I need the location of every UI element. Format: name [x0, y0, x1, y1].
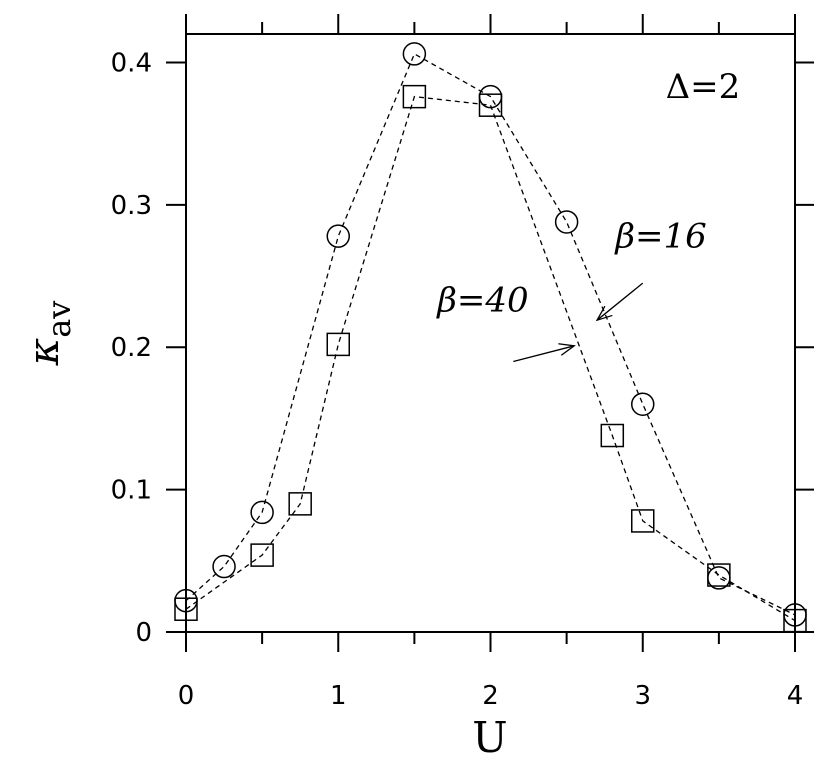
x-axis-label: U	[472, 713, 507, 758]
data-point-circle	[402, 42, 427, 66]
annotation-delta: Δ=2	[666, 67, 741, 107]
y-axis-label-main: κ	[19, 338, 68, 367]
data-point-circle	[250, 500, 274, 525]
data-point-square	[174, 597, 198, 621]
series-lines	[185, 52, 796, 622]
series-markers	[174, 42, 807, 633]
data-point-circle	[631, 392, 655, 416]
data-point-square	[600, 423, 625, 448]
series-line-2	[185, 95, 796, 622]
annotation-arrow-head	[595, 305, 613, 322]
y-axis-label-sub: av	[40, 301, 78, 338]
annotation-beta40: β=40	[435, 281, 528, 321]
annotation-arrow-line	[596, 282, 644, 321]
data-point-circle	[212, 554, 236, 579]
annotation-beta16: β=16	[613, 217, 706, 257]
data-point-circle	[326, 224, 350, 248]
y-tick-label: 0.4	[111, 48, 152, 78]
annotation-arrow-line	[513, 345, 575, 363]
y-tick-label: 0.3	[111, 191, 152, 221]
data-point-square	[326, 332, 350, 357]
x-tick-label: 3	[634, 681, 651, 711]
data-point-square	[288, 492, 312, 516]
data-point-square	[478, 93, 503, 117]
data-point-square	[783, 608, 807, 633]
data-point-square	[631, 509, 655, 533]
y-tick-label: 0.2	[111, 333, 152, 363]
data-point-square	[402, 84, 427, 109]
svg-text:κav: κav	[19, 301, 78, 367]
data-point-square	[250, 543, 274, 567]
series-line-1	[185, 52, 796, 616]
x-tick-label: 1	[330, 681, 347, 711]
x-tick-label: 4	[787, 681, 804, 711]
axis-ticks	[166, 14, 814, 652]
axis-tick-labels: 0 1 2 3 4 0 0.1 0.2 0.3 0.4	[111, 48, 804, 711]
data-point-circle	[554, 210, 579, 234]
y-tick-label: 0	[135, 618, 152, 648]
x-tick-label: 0	[178, 681, 195, 711]
y-tick-label: 0.1	[111, 476, 152, 506]
y-axis-label: κav	[19, 301, 78, 367]
annotation-arrow-head	[558, 343, 576, 356]
data-point-square	[707, 563, 731, 587]
annotations: Δ=2 β=16 β=40	[435, 67, 741, 363]
x-tick-label: 2	[482, 681, 499, 711]
